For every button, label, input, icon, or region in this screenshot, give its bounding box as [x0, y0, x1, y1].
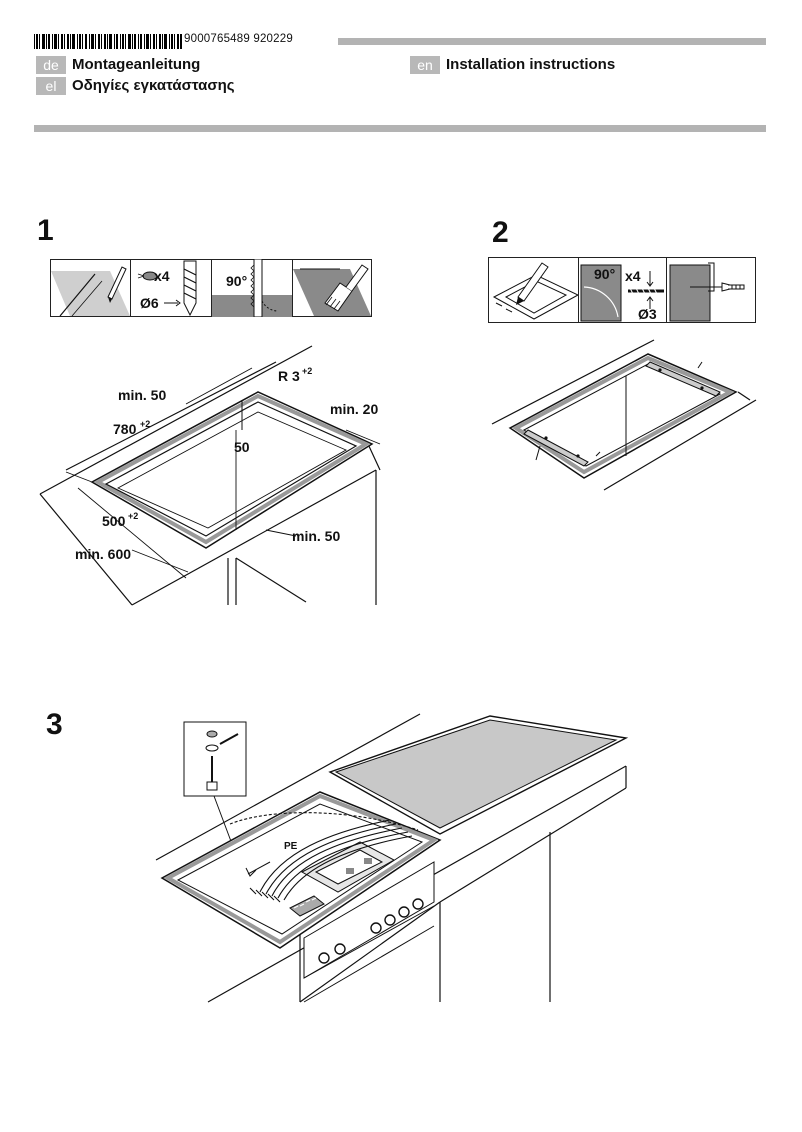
step-3-number: 3: [46, 708, 63, 741]
pencil-marking-icon: [51, 266, 130, 317]
dim-min-50-front: min. 50: [292, 528, 340, 544]
dim-min-50-top: min. 50: [118, 387, 166, 403]
title-el: Οδηγίες εγκατάστασης: [72, 77, 235, 94]
fixing-detail-box: [183, 721, 247, 861]
step-1-number: 1: [37, 214, 54, 247]
language-row-en: en Installation instructions: [410, 56, 615, 74]
dim-min-600: min. 600: [75, 546, 131, 562]
mounting-bracket-front: [523, 429, 601, 467]
title-en: Installation instructions: [446, 56, 616, 73]
barcode: [34, 34, 182, 49]
dim-radius-tolerance: +2: [302, 366, 312, 376]
screw-fixing-icon: [669, 262, 745, 322]
oven-front: [303, 861, 435, 1003]
language-row-el: el Οδηγίες εγκατάστασης: [36, 77, 235, 95]
drill-diameter-label: Ø6: [140, 295, 159, 311]
dim-width: 780: [113, 421, 137, 437]
language-row-de: de Montageanleitung: [36, 56, 200, 74]
saw-angle-icon: 90°: [212, 259, 292, 317]
angle-label: 90°: [226, 273, 247, 289]
step-1-cutout-diagram: min. 50 R 3 +2 min. 20 780 +2 50 500 +2 …: [39, 345, 381, 606]
pe-label: PE: [284, 841, 298, 852]
language-code-de: de: [36, 56, 66, 74]
step2-angle-label: 90°: [594, 266, 615, 282]
cutout-gray-border: [93, 393, 371, 545]
terminal-block: [289, 895, 325, 917]
step-2-icon-strip: 90° x4 Ø3: [488, 257, 756, 323]
brush-sealing-icon: [293, 264, 371, 316]
bracket-angle-icon: 90° x4 Ø3: [580, 264, 664, 322]
worktop-outline: [39, 345, 381, 606]
section-rule: [34, 125, 766, 132]
language-code-en: en: [410, 56, 440, 74]
drill-bit-icon: x4 Ø6: [137, 260, 197, 317]
title-de: Montageanleitung: [72, 56, 201, 73]
step2-screw-diameter-label: Ø3: [638, 306, 657, 322]
step2-screws-count-label: x4: [625, 268, 641, 284]
document-number: 9000765489 920229: [184, 33, 293, 45]
junction-box: [300, 841, 396, 893]
connection-cables: [229, 812, 419, 903]
language-code-el: el: [36, 77, 66, 95]
dim-width-tolerance: +2: [140, 419, 150, 429]
mounting-bracket-rear: [645, 361, 721, 397]
step-2-number: 2: [492, 216, 509, 249]
dim-min-20: min. 20: [330, 401, 378, 417]
step-2-bracket-diagram: [491, 339, 757, 491]
dimension-lines: [65, 367, 381, 579]
dim-radius: R 3: [278, 368, 300, 384]
step-3-connection-diagram: PE: [155, 713, 629, 1003]
dim-depth-50: 50: [234, 439, 250, 455]
header-rule: [338, 38, 766, 45]
dim-depth-tolerance: +2: [128, 511, 138, 521]
screws-count-label: x4: [154, 268, 170, 284]
pencil-marking-icon: [492, 262, 580, 320]
dim-depth: 500: [102, 513, 126, 529]
step-1-icon-strip: x4 Ø6 90°: [50, 259, 372, 317]
